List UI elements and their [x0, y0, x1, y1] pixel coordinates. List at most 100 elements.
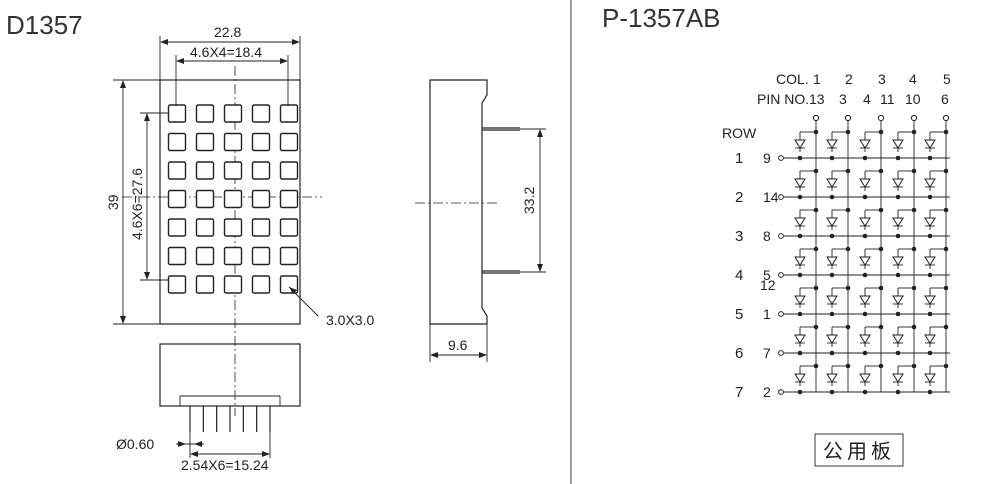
junction-dot — [797, 389, 803, 395]
junction-dot — [878, 129, 884, 135]
led-diode — [892, 373, 904, 383]
column-number: 3 — [878, 71, 886, 87]
junction-dot — [895, 155, 901, 161]
led-dot-square — [251, 246, 271, 266]
row-terminal — [778, 272, 784, 278]
junction-dot — [878, 324, 884, 330]
led-diode — [826, 139, 838, 149]
led-diode — [794, 334, 806, 344]
junction-dot — [895, 389, 901, 395]
junction-dot — [895, 272, 901, 278]
column-terminal — [942, 114, 950, 122]
junction-dot — [895, 194, 901, 200]
junction-dot — [829, 155, 835, 161]
column-pin-number: 11 — [880, 91, 895, 107]
led-dot-square — [223, 161, 243, 180]
junction-dot — [927, 155, 933, 161]
side-view-body — [429, 79, 488, 325]
junction-dot — [862, 389, 868, 395]
dim-pin-pitch: 2.54X6=15.24 — [181, 457, 269, 473]
pin-row — [189, 406, 271, 432]
right-part-number: P-1357AB — [602, 3, 721, 33]
led-dot-square — [223, 189, 243, 209]
junction-dot — [813, 324, 819, 330]
junction-dot — [813, 168, 819, 174]
junction-dot — [813, 285, 819, 291]
led-diode — [892, 139, 904, 149]
junction-dot — [829, 311, 835, 317]
row-number: 7 — [735, 384, 743, 401]
stamp-text: 公用板 — [823, 440, 895, 463]
led-dot-square — [195, 161, 215, 180]
led-diode — [924, 217, 936, 227]
led-diode — [826, 217, 838, 227]
led-dot-square — [167, 246, 187, 266]
col-header-label: COL. — [776, 71, 809, 87]
junction-dot — [829, 272, 835, 278]
junction-dot — [911, 363, 917, 369]
led-diode — [859, 334, 871, 344]
junction-dot — [862, 311, 868, 317]
row-terminal — [778, 389, 784, 395]
led-diode — [924, 373, 936, 383]
junction-dot — [927, 272, 933, 278]
led-dot-square — [279, 161, 299, 180]
column-terminal — [877, 114, 885, 122]
led-diode — [826, 295, 838, 305]
junction-dot — [845, 129, 851, 135]
junction-dot — [845, 246, 851, 252]
row-number: 6 — [735, 345, 743, 362]
led-dot-square — [279, 132, 299, 152]
led-dot-square — [195, 189, 215, 209]
led-diode — [859, 139, 871, 149]
row-number: 4 — [735, 267, 743, 284]
junction-dot — [911, 129, 917, 135]
row-number: 3 — [735, 228, 743, 245]
row-pin-number: 9 — [763, 150, 771, 166]
led-dot-square — [223, 104, 243, 123]
junction-dot — [813, 207, 819, 213]
led-diode — [794, 139, 806, 149]
dim-pin-dia: Ø0.60 — [116, 436, 154, 452]
led-dot-square — [223, 246, 243, 266]
led-diode — [924, 139, 936, 149]
column-terminal — [844, 114, 852, 122]
led-diode — [892, 256, 904, 266]
junction-dot — [797, 311, 803, 317]
junction-dot — [878, 246, 884, 252]
dim-total-height: 39 — [105, 194, 121, 210]
led-dot-square — [251, 132, 271, 152]
junction-dot — [943, 129, 949, 135]
row-pin-number: 1 — [763, 306, 771, 322]
junction-dot — [895, 233, 901, 239]
row-header-label: ROW — [722, 125, 757, 141]
junction-dot — [943, 324, 949, 330]
led-dot-square — [251, 189, 271, 209]
led-dot-square — [167, 218, 187, 237]
junction-dot — [845, 363, 851, 369]
led-diode — [859, 295, 871, 305]
junction-dot — [797, 194, 803, 200]
junction-dot — [878, 285, 884, 291]
column-number: 2 — [845, 71, 853, 87]
row-terminal — [778, 233, 784, 239]
junction-dot — [927, 311, 933, 317]
led-diode — [826, 334, 838, 344]
led-diode — [826, 256, 838, 266]
column-pin-number: 4 — [863, 91, 871, 107]
pin-header-label: PIN NO. — [757, 91, 809, 107]
row-terminal — [778, 350, 784, 356]
junction-dot — [797, 233, 803, 239]
junction-dot — [943, 168, 949, 174]
junction-dot — [797, 350, 803, 356]
dim-depth: 9.6 — [448, 337, 468, 353]
led-dot-square — [167, 161, 187, 180]
junction-dot — [927, 350, 933, 356]
junction-dot — [813, 246, 819, 252]
led-diode — [924, 256, 936, 266]
led-diode — [924, 178, 936, 188]
junction-dot — [895, 350, 901, 356]
